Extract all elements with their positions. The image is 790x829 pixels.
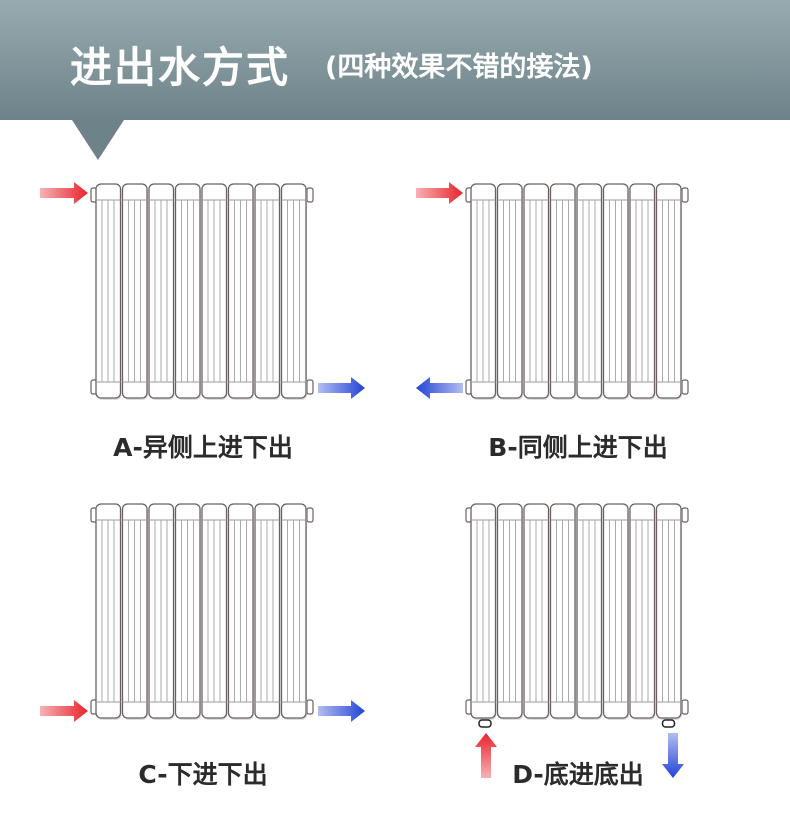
pipe-connector: [478, 719, 492, 728]
radiator-plug: [306, 699, 314, 715]
outlet-arrow-a: [318, 377, 365, 399]
method-d-label: D-底进底出: [512, 760, 644, 789]
radiator-plug: [681, 699, 689, 715]
radiator-a: [90, 183, 314, 400]
header-banner: 进出水方式 (四种效果不错的接法): [0, 0, 790, 120]
radiator-plug: [681, 507, 689, 523]
radiator-plug: [306, 507, 314, 523]
method-c-label: C-下进下出: [138, 760, 268, 789]
inlet-arrow-a: [40, 182, 88, 204]
radiator-b: [465, 183, 689, 400]
pipe-connector: [661, 719, 676, 728]
outlet-arrow-b: [416, 377, 463, 399]
page-title: 进出水方式: [70, 43, 291, 92]
radiator-d: [465, 503, 689, 728]
inlet-arrow-c: [40, 700, 88, 722]
inlet-arrow-b: [416, 182, 463, 204]
method-a-label: A-异侧上进下出: [113, 433, 293, 462]
radiator-c: [90, 503, 314, 720]
outlet-arrow-c: [318, 700, 365, 722]
method-b-label: B-同侧上进下出: [488, 433, 668, 462]
outlet-arrow-d: [662, 733, 684, 778]
page-subtitle: (四种效果不错的接法): [325, 52, 593, 83]
radiator-plug: [681, 379, 689, 395]
radiator-plug: [306, 187, 314, 203]
banner-pointer: [72, 120, 124, 160]
radiator-plug: [306, 379, 314, 395]
inlet-arrow-d: [475, 733, 497, 778]
radiator-plug: [681, 187, 689, 203]
